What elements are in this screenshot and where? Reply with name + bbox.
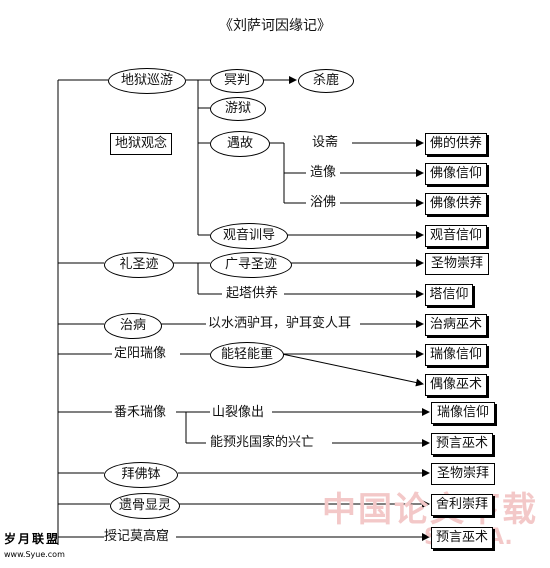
- site-logo-url: www.Syue.com: [4, 550, 65, 559]
- node-hell-concept: 地狱观念: [110, 133, 172, 155]
- result-healing-magic: 治病巫术: [425, 314, 487, 336]
- node-fanhe: 番禾瑞像: [114, 405, 167, 420]
- result-sarira-worship: 舍利崇拜: [431, 494, 493, 516]
- node-light-heavy-label: 能轻能重: [220, 347, 273, 362]
- result-image-offering: 佛像供养: [425, 193, 487, 215]
- node-prophecy: 授记莫高窟: [104, 529, 170, 544]
- node-judgement-label: 冥判: [223, 73, 250, 88]
- node-build-pagoda: 起塔供养: [226, 286, 279, 301]
- node-kill-deer: 杀鹿: [298, 69, 354, 93]
- node-guanyin-guide-label: 观音训导: [222, 228, 275, 243]
- result-buddha-offering: 佛的供养: [425, 133, 487, 155]
- node-bathe-buddha: 浴佛: [310, 195, 337, 210]
- node-relic-spirit-label: 遗骨显灵: [118, 498, 171, 513]
- result-auspicious-faith: 瑞像信仰: [425, 344, 487, 366]
- result-pagoda-faith-label: 塔信仰: [429, 287, 469, 302]
- node-predict-fate: 能预兆国家的兴亡: [210, 435, 315, 450]
- node-seek-sites-label: 广寻圣迹: [224, 257, 277, 272]
- result-prophecy-magic-2: 预言巫术: [431, 527, 493, 549]
- node-seek-sites: 广寻圣迹: [210, 252, 292, 278]
- result-prophecy-magic: 预言巫术: [431, 433, 493, 455]
- node-dingyang: 定阳瑞像: [114, 346, 167, 361]
- node-sacred-sites-label: 礼圣迹: [119, 257, 159, 272]
- node-hell-prison-label: 游狱: [224, 101, 251, 116]
- result-image-faith: 佛像信仰: [425, 163, 487, 185]
- node-judgement: 冥判: [210, 69, 264, 93]
- node-hell-tour: 地狱巡游: [108, 68, 186, 94]
- result-auspicious-faith-2: 瑞像信仰: [431, 402, 495, 424]
- result-auspicious-faith-2-label: 瑞像信仰: [436, 405, 489, 420]
- result-holy-worship-2: 圣物崇拜: [431, 463, 495, 485]
- diagram-title: 《刘萨诃因缘记》: [219, 18, 331, 34]
- site-logo: 岁月联盟: [4, 532, 61, 546]
- node-water-cure: 以水洒驴耳，驴耳变人耳: [208, 316, 352, 331]
- result-idol-magic: 偶像巫术: [425, 374, 487, 396]
- result-sarira-worship-label: 舍利崇拜: [435, 497, 488, 512]
- node-meet-old-label: 遇故: [226, 136, 253, 151]
- result-holy-worship: 圣物崇拜: [425, 253, 489, 275]
- result-guanyin-faith-label: 观音信仰: [429, 228, 482, 243]
- node-sacred-sites: 礼圣迹: [104, 252, 174, 278]
- node-relic-spirit: 遗骨显灵: [110, 493, 180, 519]
- node-light-heavy: 能轻能重: [210, 342, 284, 368]
- node-healing-label: 治病: [119, 318, 146, 333]
- result-prophecy-magic-label: 预言巫术: [435, 436, 488, 451]
- result-healing-magic-label: 治病巫术: [429, 317, 482, 332]
- result-image-faith-label: 佛像信仰: [429, 166, 482, 181]
- result-auspicious-faith-label: 瑞像信仰: [429, 347, 482, 362]
- node-mountain-image: 山裂像出: [212, 405, 265, 420]
- result-pagoda-faith: 塔信仰: [425, 284, 473, 306]
- node-hell-concept-label: 地狱观念: [114, 136, 167, 151]
- node-guanyin-guide: 观音训导: [210, 223, 288, 249]
- node-make-image: 造像: [310, 165, 337, 180]
- result-image-offering-label: 佛像供养: [429, 196, 482, 211]
- node-hell-tour-label: 地狱巡游: [120, 73, 173, 88]
- node-hell-prison: 游狱: [210, 97, 266, 121]
- node-meet-old: 遇故: [210, 131, 270, 157]
- node-set-fast: 设斋: [312, 135, 339, 150]
- result-holy-worship-label: 圣物崇拜: [430, 256, 483, 271]
- node-worship-relic: 拜佛钵: [104, 462, 178, 488]
- node-kill-deer-label: 杀鹿: [312, 73, 339, 88]
- result-prophecy-magic-2-label: 预言巫术: [435, 530, 488, 545]
- result-holy-worship-2-label: 圣物崇拜: [436, 466, 489, 481]
- node-worship-relic-label: 拜佛钵: [121, 467, 161, 482]
- watermark-cn: 中国论文下载: [322, 490, 538, 530]
- result-buddha-offering-label: 佛的供养: [429, 136, 482, 151]
- result-guanyin-faith: 观音信仰: [425, 225, 487, 247]
- node-healing: 治病: [104, 313, 162, 339]
- result-idol-magic-label: 偶像巫术: [429, 377, 482, 392]
